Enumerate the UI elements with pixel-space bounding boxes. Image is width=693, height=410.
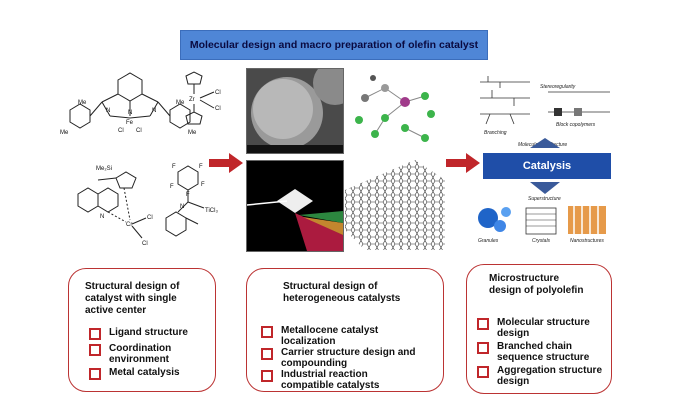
label-crystals: Crystals — [532, 238, 551, 244]
svg-text:Zr: Zr — [189, 97, 195, 103]
arrow-right-2 — [446, 153, 480, 173]
svg-text:Cl: Cl — [118, 128, 124, 134]
svg-text:N: N — [128, 110, 132, 116]
checkbox-icon — [261, 348, 273, 360]
svg-text:N: N — [100, 214, 104, 220]
svg-text:Me₂Si: Me₂Si — [96, 166, 112, 172]
list-item: Aggregation structure design — [477, 365, 607, 387]
checkbox-icon — [89, 344, 101, 356]
list-item: Branched chain sequence structure — [477, 341, 607, 363]
checkbox-icon — [261, 370, 273, 382]
molecular-model-image — [345, 68, 445, 152]
box-single-active-center: Structural design of catalyst with singl… — [68, 268, 216, 392]
svg-text:N: N — [180, 204, 184, 210]
box-polyolefin-microstructure: Microstructure design of polyolefin Mole… — [466, 264, 612, 394]
svg-text:F: F — [201, 182, 205, 188]
superstructure-diagram: Superstructure Granules Crystals Nanostr… — [478, 182, 606, 244]
box-title: Structural design of heterogeneous catal… — [283, 281, 401, 304]
label-block-copolymers: Block copolymers — [556, 122, 596, 128]
catalysis-banner: Catalysis — [483, 153, 611, 179]
svg-text:Me: Me — [60, 130, 69, 136]
svg-text:TiCl₃: TiCl₃ — [205, 208, 218, 214]
svg-text:Cl: Cl — [142, 241, 148, 247]
list-item: Molecular structure design — [477, 317, 607, 339]
checkbox-icon — [261, 326, 273, 338]
list-item: Carrier structure design and compounding — [261, 347, 433, 369]
svg-text:F: F — [170, 184, 174, 190]
box-title: Structural design of catalyst with singl… — [85, 281, 180, 316]
list-item: Ligand structure — [89, 327, 209, 340]
svg-text:F: F — [199, 164, 203, 170]
svg-text:N: N — [106, 108, 110, 114]
box-title: Microstructure design of polyolefin — [489, 273, 584, 296]
diagram-title: Molecular design and macro preparation o… — [180, 30, 488, 60]
label-granules: Granules — [478, 238, 499, 244]
graphene-sheet-image — [345, 160, 445, 250]
svg-text:F: F — [172, 164, 176, 170]
svg-text:Me: Me — [176, 100, 185, 106]
prism-image — [246, 160, 344, 252]
checkbox-icon — [89, 368, 101, 380]
svg-text:Cl: Cl — [147, 215, 153, 221]
svg-text:Cl: Cl — [215, 90, 221, 96]
checkbox-icon — [477, 342, 489, 354]
list-item: Metal catalysis — [89, 367, 209, 380]
list-item: Industrial reaction compatible catalysts — [261, 369, 433, 391]
label-superstructure: Superstructure — [528, 196, 561, 202]
svg-text:Cl: Cl — [215, 106, 221, 112]
label-branching: Branching — [484, 130, 507, 136]
label-stereoregularity: Stereoregularity — [540, 84, 576, 90]
svg-text:F: F — [186, 192, 190, 198]
polymer-architecture-diagram: Stereoregularity Branching Block copolym… — [480, 76, 610, 148]
list-item: Coordination environment — [89, 343, 209, 365]
list-item: Metallocene catalyst localization — [261, 325, 433, 347]
svg-text:Me: Me — [188, 130, 197, 136]
box-heterogeneous-catalysts: Structural design of heterogeneous catal… — [246, 268, 444, 392]
svg-text:Me: Me — [78, 100, 87, 106]
checkbox-icon — [89, 328, 101, 340]
arrow-right-1 — [209, 153, 243, 173]
svg-text:Cr: Cr — [126, 222, 132, 228]
checkbox-icon — [477, 366, 489, 378]
sem-particle-image — [246, 68, 344, 154]
svg-text:Fe: Fe — [126, 120, 134, 126]
svg-text:N: N — [152, 108, 156, 114]
svg-text:Cl: Cl — [136, 128, 142, 134]
checkbox-icon — [477, 318, 489, 330]
label-nanostructures: Nanostructures — [570, 238, 604, 244]
